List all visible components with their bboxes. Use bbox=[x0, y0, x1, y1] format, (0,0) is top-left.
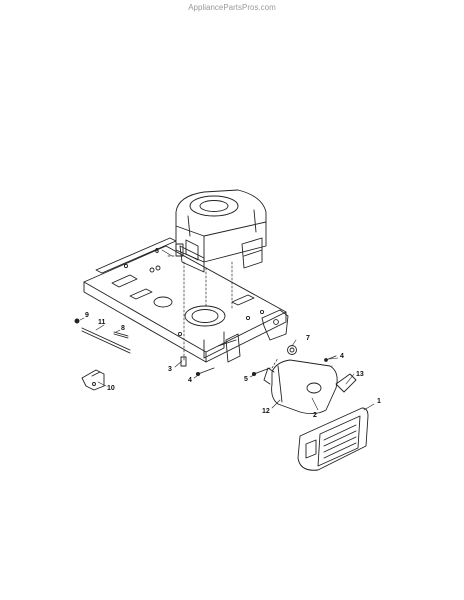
callout-4a: 4 bbox=[188, 377, 192, 384]
callout-10: 10 bbox=[107, 385, 115, 392]
engine bbox=[175, 189, 267, 273]
callout-7: 7 bbox=[306, 335, 310, 342]
leader-lines bbox=[79, 249, 375, 411]
callout-8: 8 bbox=[121, 325, 125, 332]
mounting-guide-lines bbox=[167, 255, 333, 369]
watermark: AppliancePartsPros.com bbox=[188, 3, 276, 12]
callout-12: 12 bbox=[262, 408, 270, 415]
callout-6: 6 bbox=[155, 248, 159, 255]
callout-4b: 4 bbox=[340, 353, 344, 360]
callout-9: 9 bbox=[85, 312, 89, 319]
frame-chassis bbox=[83, 237, 289, 363]
callout-2: 2 bbox=[313, 412, 317, 419]
callout-11: 11 bbox=[98, 319, 106, 326]
callout-5: 5 bbox=[244, 376, 248, 383]
callout-3: 3 bbox=[168, 366, 172, 373]
muffler-assembly bbox=[263, 345, 369, 471]
callout-1: 1 bbox=[377, 398, 381, 405]
callout-13: 13 bbox=[356, 371, 364, 378]
callout-labels: 1 2 3 4 4 5 6 7 8 9 10 11 12 13 bbox=[85, 248, 381, 419]
